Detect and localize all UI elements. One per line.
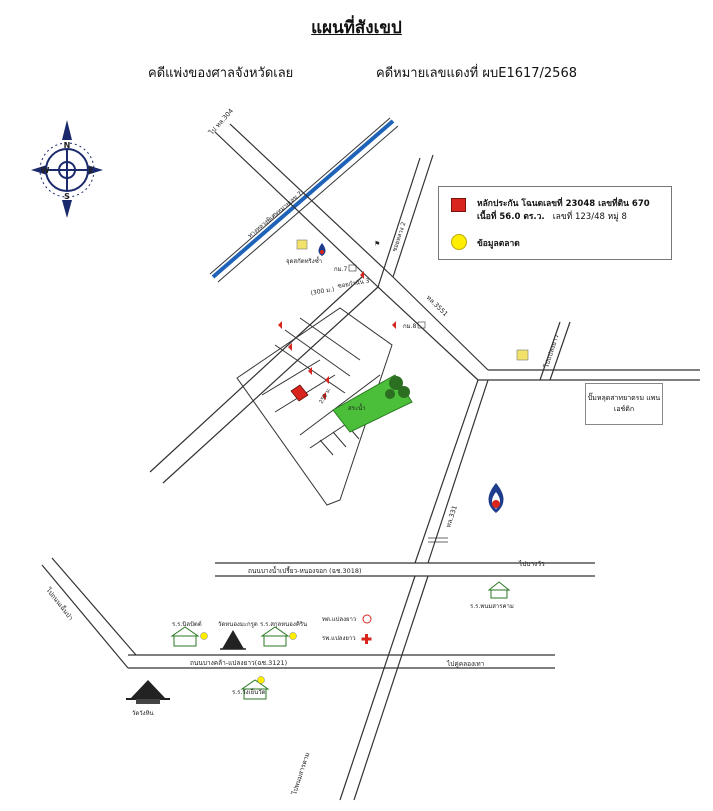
road-network <box>41 123 700 801</box>
school-1-icon <box>170 626 208 647</box>
collateral-legend-detail: เนื้อที่ 56.0 ตร.ว. เลขที่ 123/48 หมู่ 8 <box>477 212 627 222</box>
shop-icon-right <box>516 349 529 361</box>
to-kokthaen-label: ไปคู่คลองเทา <box>446 660 485 668</box>
school-right-label: ร.ร.พนมสารคาม <box>470 603 514 610</box>
wat-1-icon <box>220 630 246 650</box>
collateral-plot <box>290 384 309 402</box>
hospital-label: รพ.แปลงยาว <box>322 635 356 642</box>
green-area <box>332 374 413 433</box>
tessaban-icon <box>362 614 372 624</box>
wat-1-label: วัดหนองมะกรูด <box>218 621 258 628</box>
distance-250-label: 250 ม. <box>319 387 333 405</box>
school-bottom-icon <box>240 676 270 700</box>
road-markers <box>278 271 396 400</box>
road-ne-label: ไปแปลงยาว <box>542 334 561 370</box>
map-title: แผนที่สังเขป <box>311 18 402 38</box>
km7-icon <box>348 264 357 272</box>
tree-icon <box>385 376 410 399</box>
km8-label: กม.8 <box>403 323 416 330</box>
compass-icon: N S W E <box>31 120 103 218</box>
traffic-icon: ⚑ <box>374 240 380 248</box>
distance-300-label: (300 ม.) <box>310 286 335 297</box>
km8-icon <box>417 321 426 329</box>
soi-2-label: ซอยหลวง 2 <box>391 221 407 253</box>
pond-label: สระน้ำ <box>348 402 366 412</box>
market-legend-label: ข้อมูลตลาด <box>477 239 520 249</box>
compass-w: W <box>41 166 50 175</box>
ptt-logo-icon <box>488 483 504 513</box>
to-bangwua-label: ไปบางวัว <box>518 560 545 568</box>
compass-e: E <box>88 166 93 175</box>
wat-2-icon <box>126 680 170 704</box>
school-2-icon <box>260 626 297 647</box>
to-tanon-label: ไปถนนเฉ็นป่า <box>44 585 76 622</box>
collateral-legend-title: หลักประกัน โฉนดเลขที่ 23048 เลขที่ดิน 67… <box>477 199 650 209</box>
school-2-label: ร.ร.สกุลหนองคิริน <box>260 621 307 628</box>
road-3018-label: ถนนบางน้ำเปรี้ยว-หนองจอก (ฉช.3018) <box>248 566 362 575</box>
compass-s: S <box>64 192 70 201</box>
road-3551-label: ทล.3551 <box>425 294 450 318</box>
school-bottom-label: ร.ร.วังเย็นวัด <box>232 687 266 696</box>
hospital-icon <box>361 634 372 644</box>
shop-icon <box>296 239 308 250</box>
ptt-label: จุดสกัดทริงซ้ำ <box>286 255 322 265</box>
office-box: ปั๊มหลุดสาทยาตรม แพนเอช์ติก <box>585 383 663 425</box>
case-number: คดีหมายเลขแดงที่ ผบE1617/2568 <box>376 66 577 81</box>
compass-n: N <box>64 141 71 150</box>
km7-label: กม.7 <box>334 266 347 273</box>
gas-station-icon <box>318 243 326 256</box>
wat-2-label: วัดวังหิน <box>132 710 154 717</box>
to-phanom-label: ไปพนมสารคาม <box>290 751 311 796</box>
school-right-icon <box>487 581 511 599</box>
market-legend-swatch <box>451 234 467 250</box>
tessaban-label: ทต.แปลงยาว <box>322 616 356 623</box>
road-3121-label: ถนนบางคล้า-แปลงยาว(ฉช.3121) <box>190 659 287 667</box>
road-304-label: ไป ทล.304 <box>207 107 235 137</box>
school-1-label: ร.ร.นิลปัตต์ <box>172 620 202 628</box>
soi-kamnan-label: ซอยกำนัน 3 <box>337 277 370 290</box>
motorway <box>209 117 399 283</box>
junction-marker <box>428 537 448 543</box>
map-legend: หลักประกัน โฉนดเลขที่ 23048 เลขที่ดิน 67… <box>438 186 672 260</box>
collateral-legend-swatch <box>451 198 466 212</box>
court-name: คดีแพ่งของศาลจังหวัดเลย <box>148 66 294 81</box>
